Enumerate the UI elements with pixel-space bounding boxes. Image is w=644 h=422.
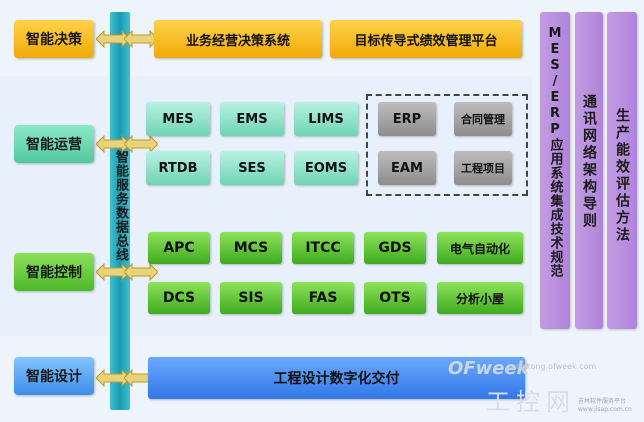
ops-box-rtdb: RTDB: [146, 151, 210, 185]
watermark-url: gongkong.ofweek.com: [506, 362, 597, 371]
enterprise-box-contract: 合同管理: [454, 102, 512, 136]
side-column-integration-spec: MES/ERP应用系统集成技术规范: [540, 12, 570, 329]
watermark-brand: OFweek: [448, 358, 529, 379]
ops-box-mes: MES: [146, 102, 210, 136]
enterprise-group: [366, 94, 528, 196]
side-column-integration-spec-label: MES/ERP应用系统集成技术规范: [547, 26, 563, 278]
level-design: 智能设计: [14, 357, 94, 395]
data-bus-label: 智能服务数据总线: [113, 150, 128, 262]
ctrl-box-electrical: 电气自动化: [437, 232, 523, 264]
ops-box-eoms: EOMS: [294, 151, 358, 185]
ctrl-box-analyzer: 分析小屋: [437, 282, 523, 314]
side-column-efficiency-method: 生产能效评估方法: [607, 12, 637, 329]
ops-box-ses: SES: [220, 151, 284, 185]
side-column-network-guide: 通讯网络架构导则: [575, 12, 603, 329]
level-decision: 智能决策: [14, 20, 94, 58]
ctrl-box-mcs: MCS: [220, 232, 282, 264]
enterprise-box-eam: EAM: [378, 151, 436, 185]
ctrl-box-ots: OTS: [364, 282, 426, 314]
data-bus: [110, 12, 130, 410]
watermark-site: 工控网: [486, 388, 576, 416]
ops-box-ems: EMS: [220, 102, 284, 136]
arrow-left-control-icon: [96, 263, 130, 281]
arrow-right-operations-icon: [124, 135, 158, 153]
arrow-left-operations-icon: [96, 135, 130, 153]
level-control: 智能控制: [14, 253, 94, 291]
arrow-left-decision-icon: [96, 30, 130, 48]
enterprise-box-project: 工程项目: [454, 151, 512, 185]
side-column-efficiency-method-label: 生产能效评估方法: [614, 108, 630, 244]
arrow-right-decision-icon: [124, 30, 158, 48]
decision-box-business: 业务经营决策系统: [154, 20, 322, 58]
enterprise-box-erp: ERP: [378, 102, 436, 136]
watermark-small: 吉林软件服务平台 www.jlsap.com.cn: [578, 398, 632, 414]
watermark-small-line2: www.jlsap.com.cn: [578, 406, 632, 413]
design-box-digital-delivery: 工程设计数字化交付: [148, 357, 525, 399]
ctrl-box-gds: GDS: [364, 232, 426, 264]
watermark-small-line1: 吉林软件服务平台: [578, 398, 627, 405]
ctrl-box-apc: APC: [148, 232, 210, 264]
ctrl-box-itcc: ITCC: [292, 232, 354, 264]
decision-box-performance: 目标传导式绩效管理平台: [330, 20, 522, 58]
arrow-right-control-icon: [124, 263, 158, 281]
side-column-network-guide-label: 通讯网络架构导则: [581, 94, 597, 230]
arrow-left-design-icon: [96, 369, 130, 387]
ops-box-lims: LIMS: [294, 102, 358, 136]
ctrl-box-dcs: DCS: [148, 282, 210, 314]
ctrl-box-fas: FAS: [292, 282, 354, 314]
ctrl-box-sis: SIS: [220, 282, 282, 314]
level-operations: 智能运营: [14, 125, 94, 163]
